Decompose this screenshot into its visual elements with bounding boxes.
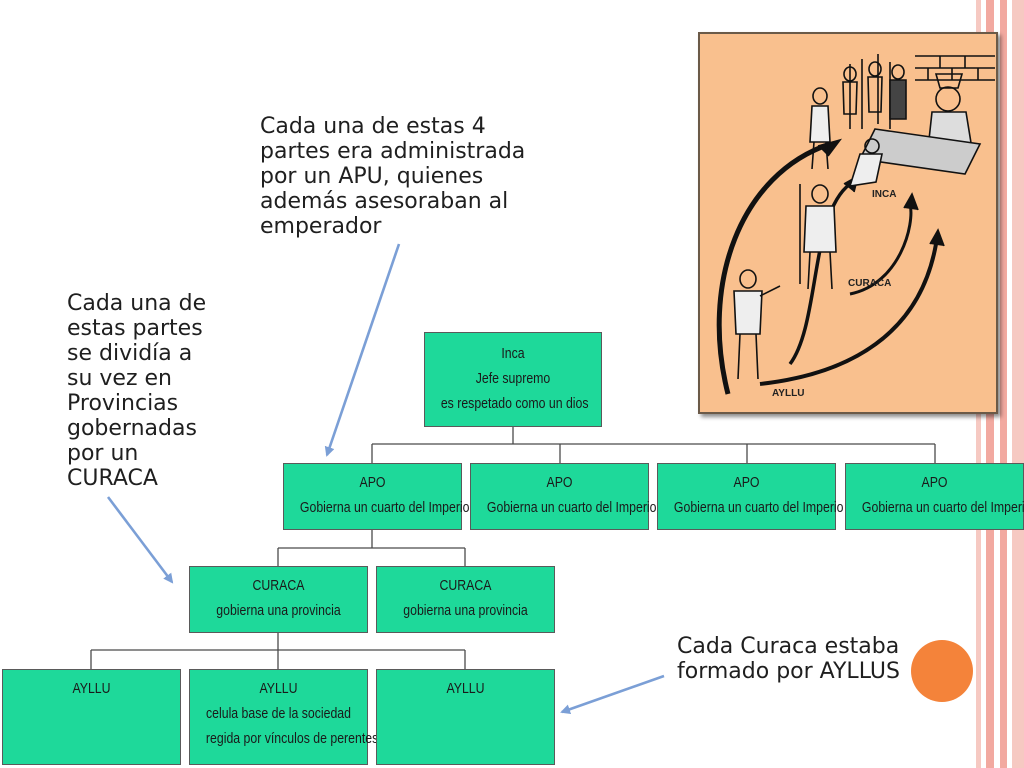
- apu-note-line: además asesoraban al: [260, 189, 509, 214]
- provincias-note-line: estas partes: [67, 316, 203, 341]
- inca-title: Inca: [501, 345, 525, 362]
- decorative-stripe: [1012, 0, 1024, 768]
- decorative-stripe: [1000, 0, 1007, 768]
- provincias-note-line: Provincias: [67, 391, 179, 416]
- apu-note-line: partes era administrada: [260, 139, 526, 164]
- arrow-to-apo: [324, 243, 401, 457]
- apo-title: APO: [733, 474, 760, 491]
- ayllu-title: AYLLU: [259, 680, 298, 697]
- ayllu-box: AYLLU: [376, 669, 555, 765]
- arrow-to-ayllu: [560, 674, 665, 715]
- apo-box: APO Gobierna un cuarto del Imperio: [283, 463, 470, 530]
- provincias-note-line: CURACA: [67, 466, 158, 491]
- inca-hierarchy-illustration: INCA CURACA AYLLU: [698, 32, 998, 414]
- apo-title: APO: [546, 474, 573, 491]
- provincias-note-line: su vez en: [67, 366, 172, 391]
- ayllu-title: AYLLU: [446, 680, 485, 697]
- apo-title: APO: [921, 474, 948, 491]
- inca-role: Jefe supremo: [475, 370, 551, 387]
- apu-note: Cada una de estas 4 partes era administr…: [260, 114, 525, 239]
- apo-box: APO Gobierna un cuarto del Imperio: [657, 463, 844, 530]
- inca-box: Inca Jefe supremo es respetado como un d…: [424, 332, 602, 427]
- arrow-to-curaca: [106, 496, 174, 584]
- apo-title: APO: [359, 474, 386, 491]
- curaca-description: gobierna una provincia: [216, 602, 341, 619]
- curaca-box: CURACA gobierna una provincia: [189, 566, 368, 633]
- curaca-description: gobierna una provincia: [403, 602, 528, 619]
- apu-note-line: Cada una de estas 4: [260, 114, 486, 139]
- apu-note-line: emperador: [260, 214, 382, 239]
- curaca-note: Cada Curaca estaba formado por AYLLUS: [677, 634, 900, 684]
- provincias-note-line: por un: [67, 441, 139, 466]
- provincias-note-line: Cada una de: [67, 291, 207, 316]
- provincias-note-line: gobernadas: [67, 416, 197, 441]
- inca-description: es respetado como un dios: [440, 395, 589, 412]
- apo-description: Gobierna un cuarto del Imperio: [673, 499, 844, 516]
- ayllu-title: AYLLU: [72, 680, 111, 697]
- curaca-title: CURACA: [252, 577, 305, 594]
- apo-box: APO Gobierna un cuarto del Imperio: [845, 463, 1024, 530]
- accent-circle: [911, 640, 973, 702]
- ayllu-box: AYLLU celula base de la sociedad regida …: [189, 669, 392, 765]
- illustration-label-inca: INCA: [872, 189, 897, 200]
- provincias-note: Cada una de estas partes se dividía a su…: [67, 291, 206, 491]
- illustration-label-ayllu: AYLLU: [772, 388, 805, 399]
- illustration-label-curaca: CURACA: [848, 278, 892, 289]
- apo-description: Gobierna un cuarto del Imperio: [486, 499, 657, 516]
- curaca-title: CURACA: [439, 577, 492, 594]
- apo-description: Gobierna un cuarto del Imperio: [861, 499, 1024, 516]
- curaca-box: CURACA gobierna una provincia: [376, 566, 555, 633]
- ayllu-description: celula base de la sociedad: [206, 705, 351, 722]
- curaca-note-line: formado por AYLLUS: [677, 659, 900, 684]
- illustration-drawing: [716, 54, 995, 395]
- apo-description: Gobierna un cuarto del Imperio: [299, 499, 470, 516]
- curaca-note-line: Cada Curaca estaba: [677, 634, 900, 659]
- provincias-note-line: se dividía a: [67, 341, 193, 366]
- ayllu-description: regida por vínculos de perentesco: [205, 730, 392, 747]
- apu-note-line: por un APU, quienes: [260, 164, 484, 189]
- ayllu-box: AYLLU: [2, 669, 181, 765]
- apo-box: APO Gobierna un cuarto del Imperio: [470, 463, 657, 530]
